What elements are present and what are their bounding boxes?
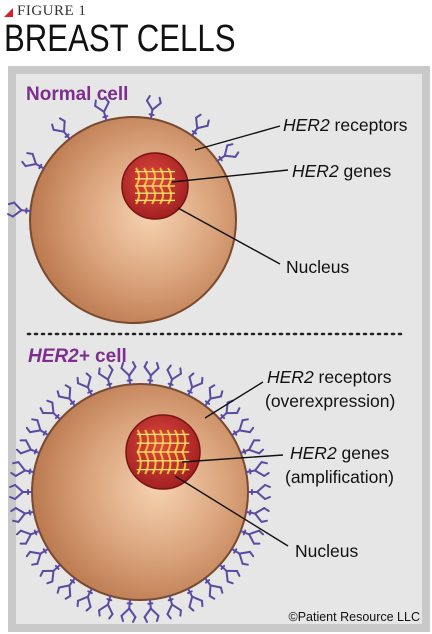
her2-receptor [76,372,93,397]
her2-receptor [143,598,160,623]
her2-receptor [204,577,224,600]
her2-cell-title-rest: cell [89,346,127,367]
her2-receptor [15,439,41,455]
her2-receptor [120,361,137,386]
normal-receptor [7,201,32,218]
her2-receptor [187,587,204,612]
normal-receptor [191,113,210,137]
her2-receptor [239,439,265,455]
normal-receptors-label: HER2 receptors [283,114,408,136]
normal-receptor [216,143,240,162]
normal-receptor [145,95,162,120]
normal-cell-title: Normal cell [26,84,129,105]
normal-receptors-her2: HER2 [283,115,330,135]
her2-receptor [218,563,241,585]
her2-receptor [56,384,76,407]
normal-cell-membrane [29,116,237,324]
normal-receptors-text: receptors [329,115,408,135]
her2-receptor [120,598,137,623]
her2-receptor [218,399,241,421]
her2-genes-sublabel: (amplification) [285,467,394,487]
her2-receptor [10,461,35,477]
normal-her2-genes [134,167,175,205]
her2-receptor [187,372,204,397]
her2-receptor [247,484,271,500]
her2-receptor [166,364,182,390]
her2-receptor [204,384,224,407]
her2-receptors-her2: HER2 [267,367,314,387]
her2-receptor [245,461,270,477]
her2-genes-leader [181,454,284,463]
normal-genes-her2: HER2 [292,161,339,181]
her2-receptor [98,364,114,390]
her2-genes-text: genes [336,443,390,463]
figure-title: BREAST CELLS [4,18,236,60]
her2-receptor [76,587,93,612]
her2-nucleus-label: Nucleus [295,541,359,561]
normal-genes-leader [171,169,289,183]
figure-number: FIGURE 1 [17,2,87,19]
her2-receptor [25,418,50,437]
her2-receptors-leader [204,381,264,419]
her2-receptor [98,594,114,620]
her2-receptor [39,399,62,421]
her2-receptor [230,418,255,437]
her2-receptor [230,547,255,566]
normal-receptor [21,152,45,170]
copyright-notice: ©Patient Resource LLC [288,610,420,624]
her2-receptor [166,594,182,620]
her2-receptor [9,484,33,500]
her2-receptor [143,361,160,386]
her2-cell-title: HER2+ cell [28,346,127,368]
her2-her2-genes [136,429,190,475]
her2-receptor [239,529,265,545]
normal-nucleus-label: Nucleus [286,257,350,277]
her2-genes-label: HER2 genes [290,442,389,464]
red-triangle-icon [4,7,13,17]
normal-genes-label: HER2 genes [292,160,391,182]
her2-receptor [10,507,35,523]
normal-receptor [94,96,110,122]
her2-receptor [15,529,41,545]
her2-receptor [56,577,76,600]
normal-receptor [51,117,71,140]
her2-cell-title-italic: HER2+ [28,346,90,367]
her2-genes-her2: HER2 [290,443,337,463]
her2-receptor [245,507,270,523]
her2-receptors-label: HER2 receptors [267,366,392,388]
normal-genes-text: genes [338,161,392,181]
normal-receptors-leader [194,125,281,151]
figure-label: FIGURE 1 [4,2,86,20]
her2-cell-membrane [31,383,249,601]
normal-nucleus-leader [177,207,281,265]
her2-nucleus-leader [174,475,289,547]
her2-receptors-sublabel: (overexpression) [265,391,396,411]
her2-receptor [39,563,62,585]
her2-receptor [25,547,50,566]
her2-receptors-text: receptors [313,367,392,387]
